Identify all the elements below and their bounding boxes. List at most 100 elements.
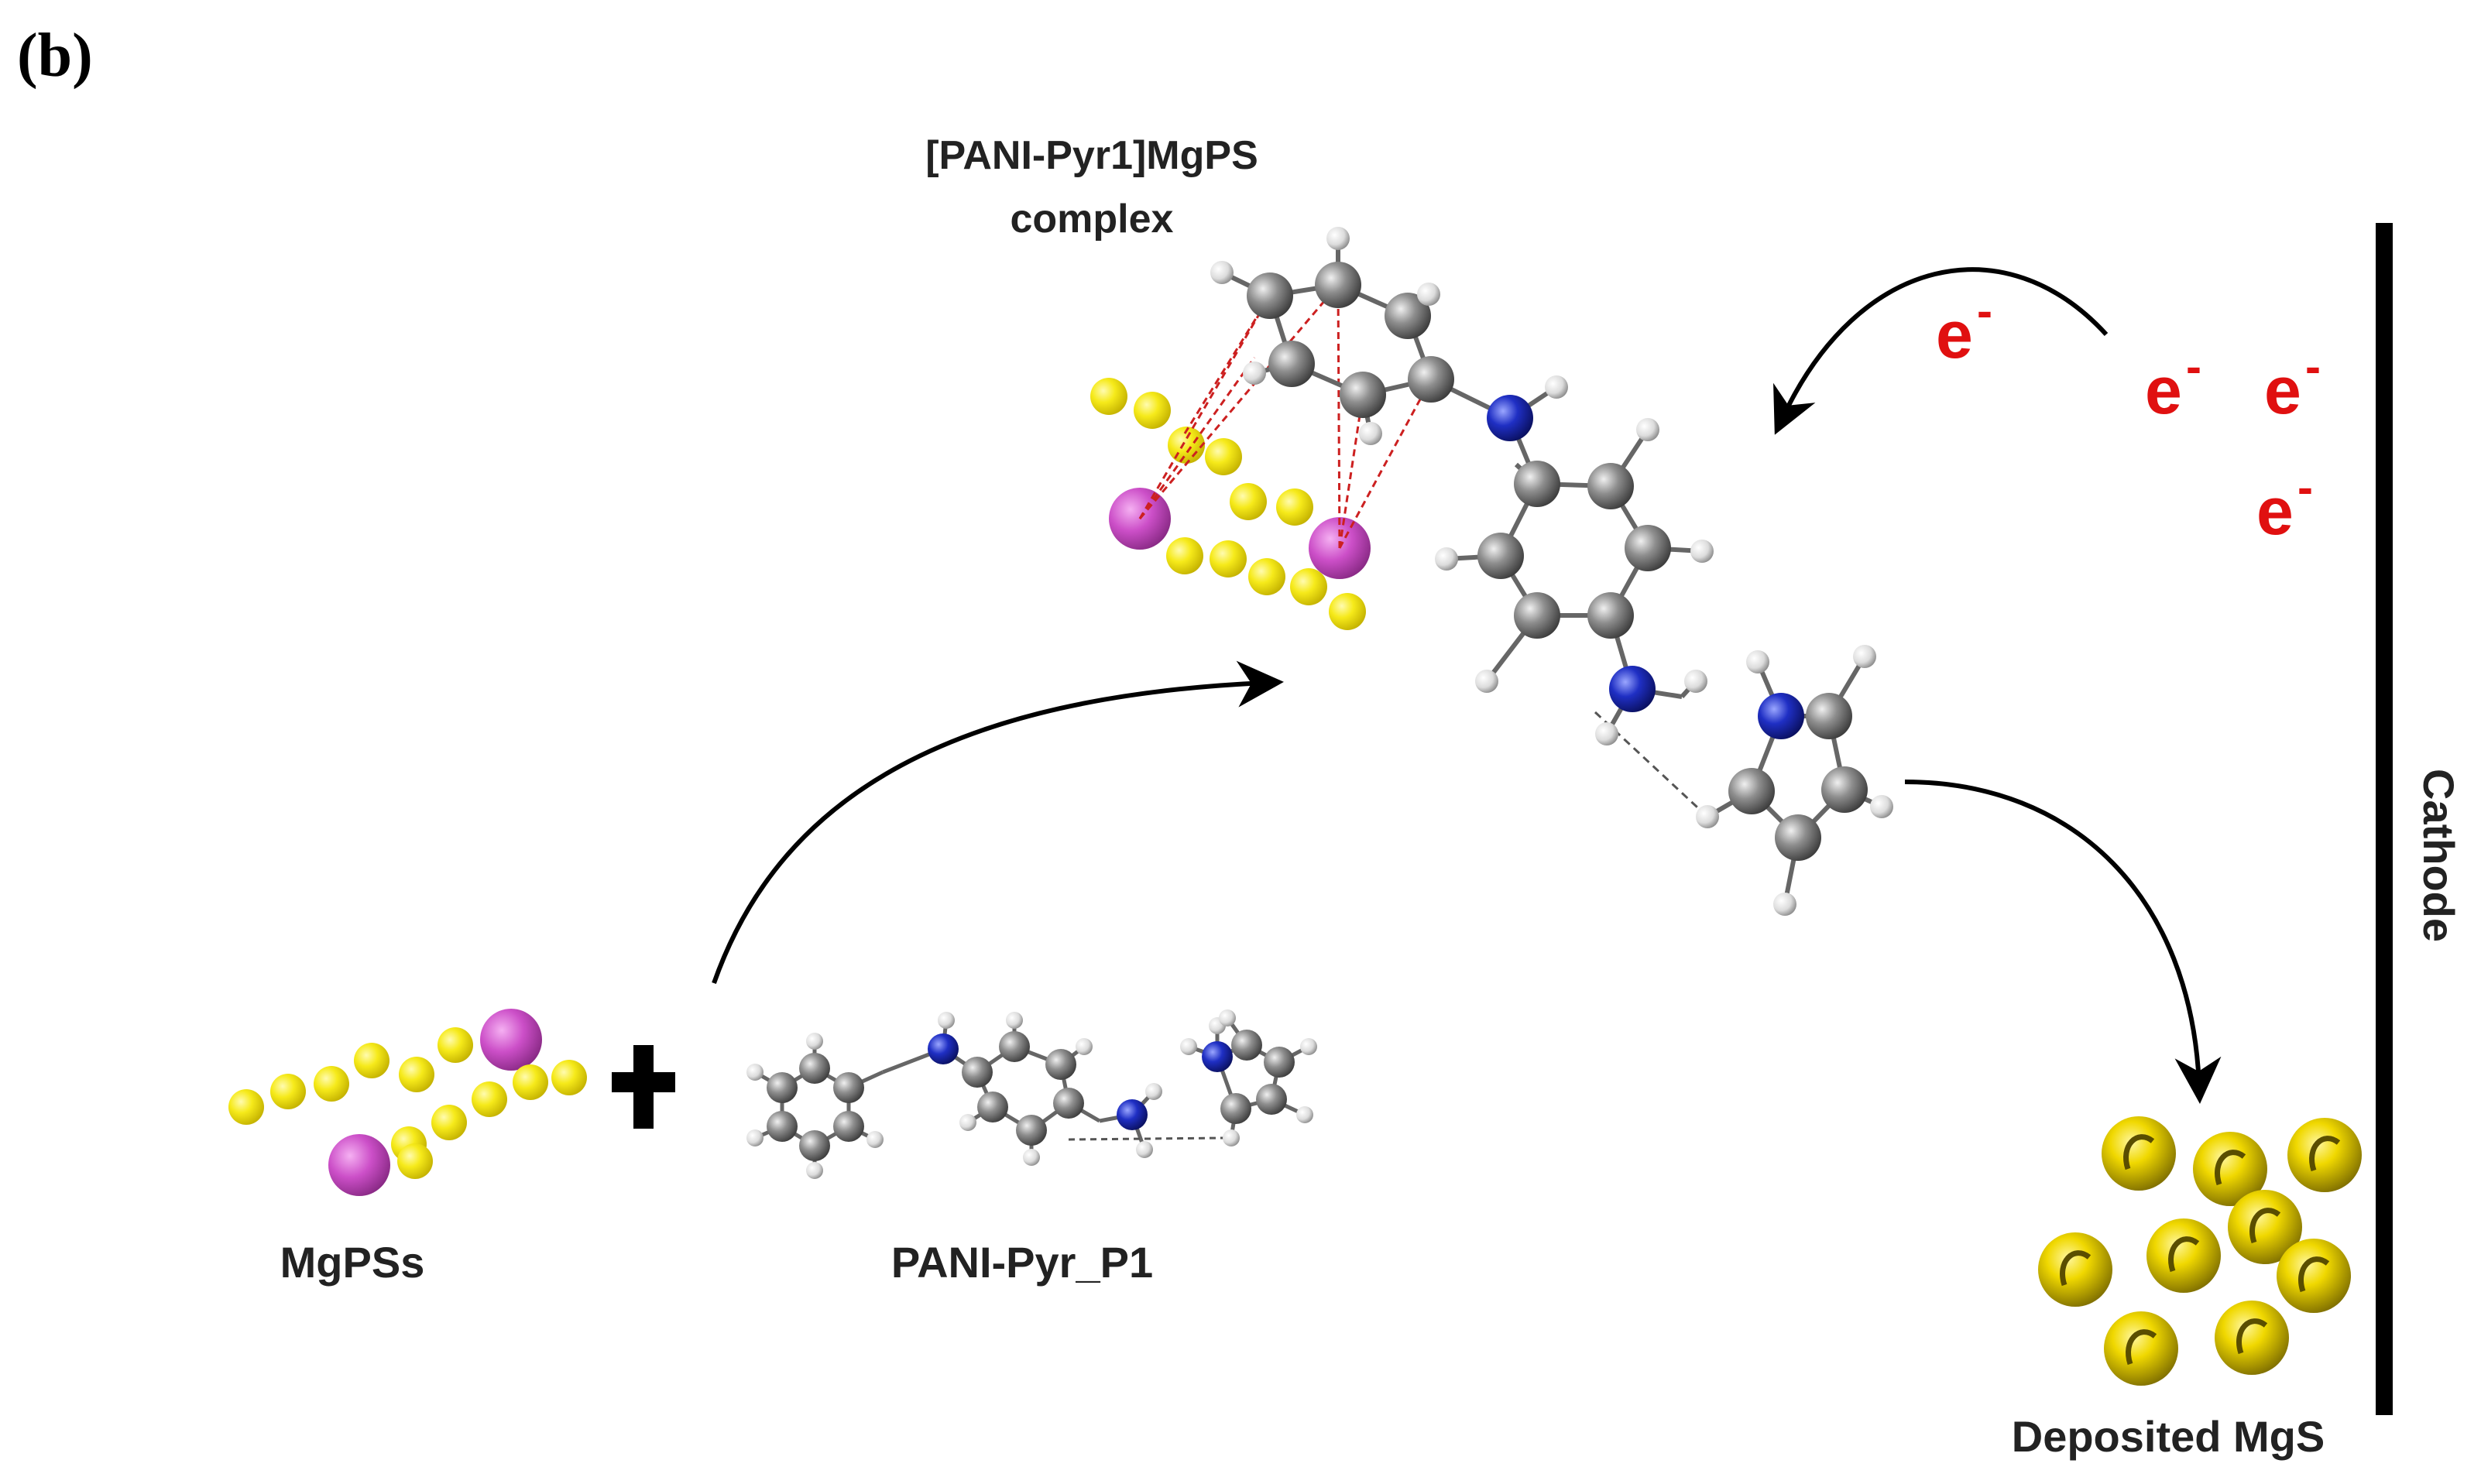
electron-1: e - [1936, 285, 1992, 372]
mgs-particle [2277, 1239, 2351, 1313]
hydrogen-atom [746, 1129, 764, 1146]
carbon-atom [1821, 766, 1868, 813]
hydrogen-atom [1417, 283, 1440, 306]
carbon-atom [799, 1130, 830, 1161]
hydrogen-atom [1210, 261, 1234, 284]
sulfur-atom [431, 1105, 467, 1140]
mgs-particle [2215, 1301, 2289, 1375]
sulfur-atom [1090, 378, 1127, 415]
mgps-reactant [228, 1009, 587, 1196]
carbon-atom [799, 1053, 830, 1084]
interaction-lines [1138, 284, 1433, 549]
sulfur-atom [551, 1060, 587, 1095]
hydrogen-bond-line [1068, 1136, 1224, 1141]
hydrogen-atom [866, 1131, 884, 1148]
nitrogen-atom [1117, 1099, 1148, 1130]
hydrogen-atom [1684, 670, 1707, 693]
sulfur-atom [1329, 593, 1366, 630]
hydrogen-atom [1545, 375, 1568, 399]
sulfur-atom [472, 1081, 507, 1117]
mgs-particle [2193, 1132, 2267, 1206]
sulfur-atom [1210, 540, 1247, 577]
carbon-atom [962, 1057, 993, 1088]
nitrogen-atom [928, 1033, 959, 1064]
hydrogen-atom [806, 1162, 823, 1179]
hydrogen-atom [938, 1012, 955, 1029]
sulfur-atom [1205, 438, 1242, 475]
complex-molecule-atoms [1210, 227, 1893, 916]
mgs-particle [2146, 1218, 2221, 1293]
complex-mgps [1090, 378, 1371, 630]
mgps-label: MgPSs [280, 1238, 425, 1287]
sulfur-atom [1166, 537, 1203, 574]
sulfur-atom [270, 1074, 306, 1109]
electron-charge: - [2297, 461, 2313, 513]
mgs-particle [2038, 1232, 2112, 1307]
plus-sign [612, 1045, 675, 1129]
electron-charge: - [1977, 285, 1992, 337]
carbon-atom [1268, 341, 1315, 387]
carbon-atom [1408, 356, 1454, 403]
electron-symbol: e [2256, 475, 2294, 549]
carbon-atom [1385, 293, 1431, 339]
electron-2: e - [2145, 341, 2201, 428]
carbon-atom [1728, 768, 1775, 814]
hydrogen-atom [1219, 1009, 1236, 1026]
mgs-particle [2104, 1311, 2178, 1386]
nitrogen-atom [1609, 666, 1656, 712]
electron-4: e - [2256, 461, 2313, 549]
cathode-bar [2376, 223, 2393, 1415]
hydrogen-atom [1595, 722, 1618, 745]
carbon-atom [999, 1031, 1030, 1062]
carbon-atom [977, 1092, 1008, 1122]
magnesium-atom [480, 1009, 542, 1071]
nitrogen-atom [1202, 1041, 1233, 1072]
hydrogen-atom [1243, 362, 1266, 385]
cathode-label: Cathode [2414, 769, 2463, 942]
hydrogen-atom [1870, 795, 1893, 818]
hydrogen-atom [806, 1033, 823, 1050]
hydrogen-atom [1746, 650, 1769, 673]
sulfur-atom [438, 1027, 473, 1063]
sulfur-atom [1134, 392, 1171, 429]
carbon-atom [833, 1072, 864, 1103]
carbon-atom [1477, 533, 1524, 579]
mgs-particle [2228, 1190, 2302, 1264]
carbon-atom [1231, 1030, 1262, 1061]
electron-charge: - [2305, 341, 2321, 392]
carbon-atom [1514, 461, 1560, 507]
carbon-atom [1587, 592, 1634, 639]
electron-symbol: e [1936, 298, 1973, 372]
sulfur-atom [354, 1043, 389, 1078]
hydrogen-atom [1223, 1129, 1240, 1146]
hydrogen-atom [1300, 1038, 1317, 1055]
hydrogen-atom [1853, 645, 1876, 668]
carbon-atom [767, 1111, 798, 1142]
hydrogen-atom [1180, 1038, 1197, 1055]
panel-label: (b) [17, 22, 93, 90]
arrow-electrons-to-complex [1773, 267, 2109, 435]
carbon-atom [1016, 1115, 1047, 1146]
mgs-particle [2102, 1116, 2176, 1191]
hydrogen-atom [1023, 1149, 1040, 1166]
carbon-atom [1775, 814, 1821, 861]
complex-label-line1: [PANI-Pyr1]MgPS [925, 133, 1258, 178]
carbon-atom [1806, 693, 1852, 739]
hydrogen-atom [1359, 422, 1382, 445]
hydrogen-atom [1773, 893, 1796, 916]
hydrogen-atom [1006, 1012, 1023, 1029]
carbon-atom [1053, 1088, 1084, 1119]
hydrogen-atom [1435, 547, 1458, 571]
sulfur-atom [228, 1089, 264, 1125]
hydrogen-atom [1696, 805, 1719, 828]
hydrogen-atom [1475, 670, 1498, 693]
sulfur-atom [399, 1057, 434, 1092]
carbon-atom [1220, 1093, 1251, 1124]
carbon-atom [1256, 1084, 1287, 1115]
nitrogen-atom [1758, 693, 1804, 739]
electron-symbol: e [2145, 354, 2182, 428]
mgs-particle [2287, 1118, 2362, 1192]
carbon-atom [1264, 1047, 1295, 1078]
pani-pyr-reactant-atoms [746, 1009, 1317, 1179]
